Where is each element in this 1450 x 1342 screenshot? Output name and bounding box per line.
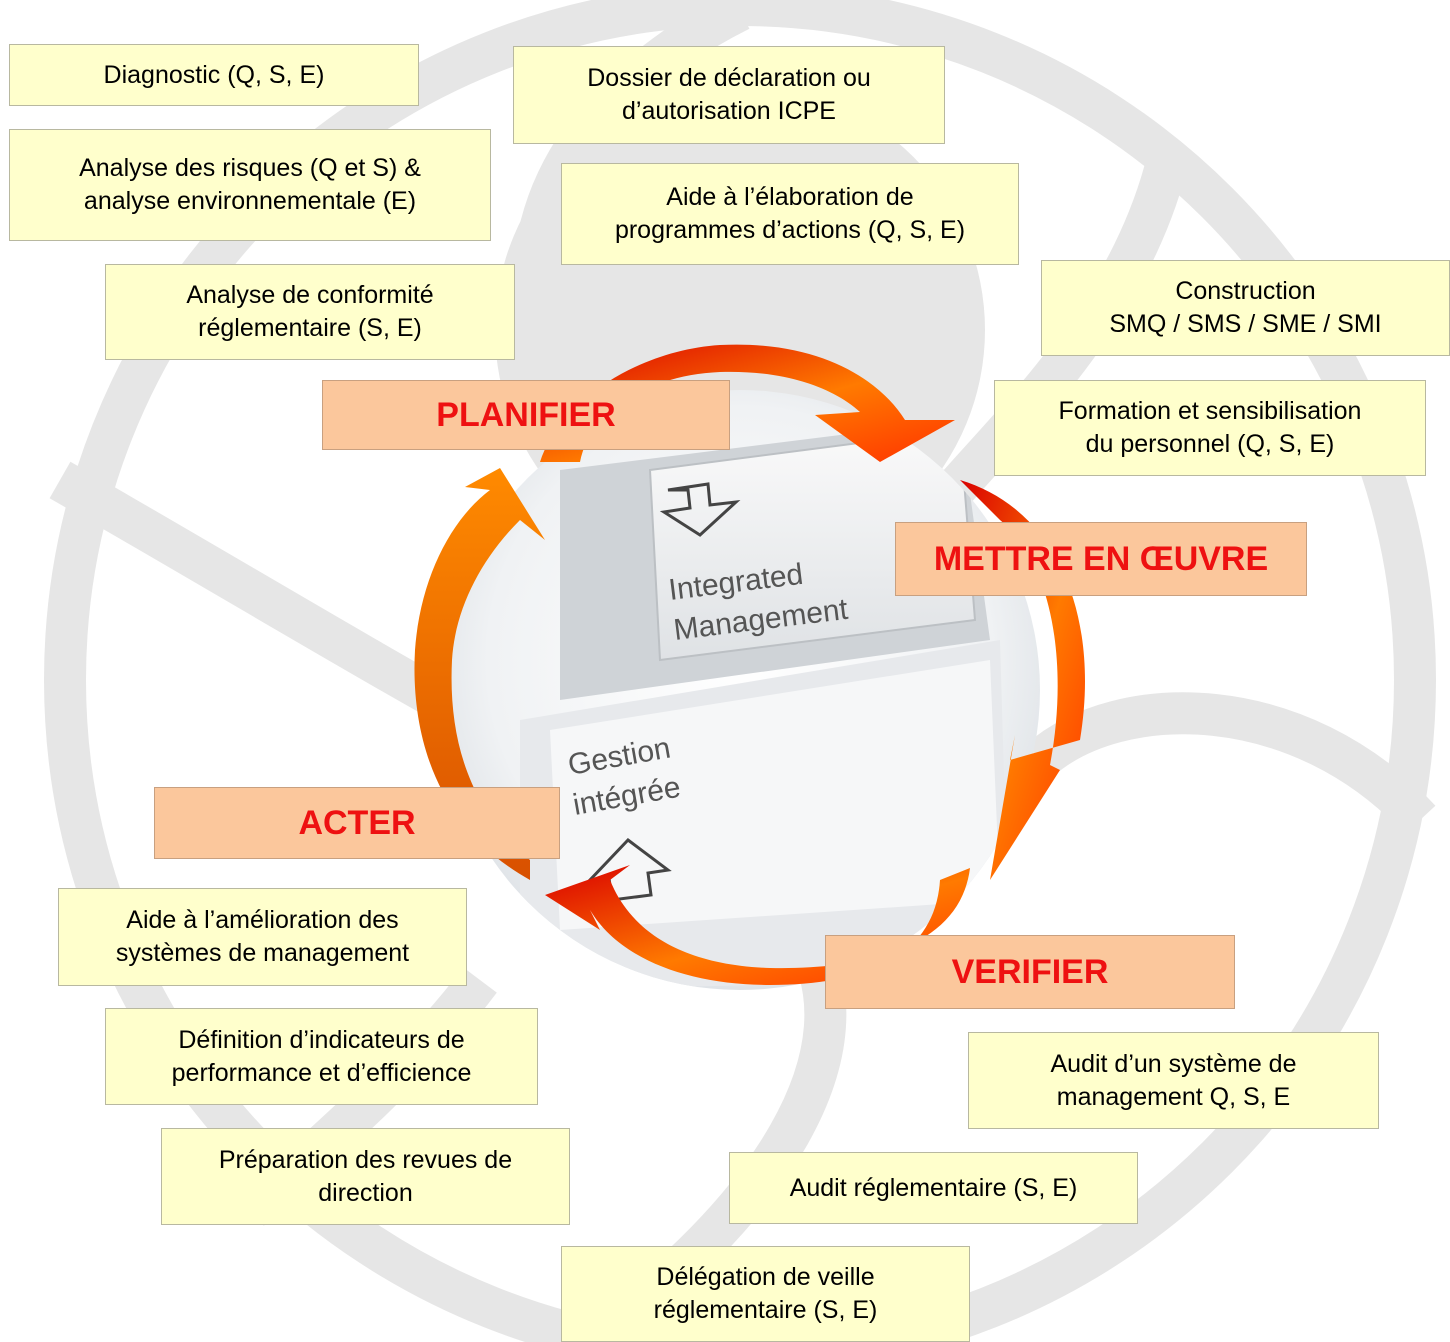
check-item-audit-reglementaire: Audit réglementaire (S, E) xyxy=(729,1152,1138,1224)
act-item-amelioration: Aide à l’amélioration des systèmes de ma… xyxy=(58,888,467,986)
cycle-arrow-plan-to-do xyxy=(540,344,955,462)
plan-item-dossier-icpe: Dossier de déclaration ou d’autorisation… xyxy=(513,46,945,144)
check-item-audit-systeme: Audit d’un système de management Q, S, E xyxy=(968,1032,1379,1129)
plan-item-analyse-risques: Analyse des risques (Q et S) & analyse e… xyxy=(9,129,491,241)
plan-item-conformite: Analyse de conformité réglementaire (S, … xyxy=(105,264,515,360)
plan-item-programmes-actions: Aide à l’élaboration de programmes d’act… xyxy=(561,163,1019,265)
do-item-formation: Formation et sensibilisation du personne… xyxy=(994,380,1426,476)
cycle-arrow-act-to-plan xyxy=(414,468,545,880)
act-item-indicateurs: Définition d’indicateurs de performance … xyxy=(105,1008,538,1105)
phase-plan-label: PLANIFIER xyxy=(322,380,730,450)
cycle-arrow-check-to-act xyxy=(545,865,970,985)
plan-item-diagnostic: Diagnostic (Q, S, E) xyxy=(9,44,419,106)
act-item-revues: Préparation des revues de direction xyxy=(161,1128,570,1225)
phase-act-label: ACTER xyxy=(154,787,560,859)
phase-do-label: METTRE EN ŒUVRE xyxy=(895,522,1307,596)
phase-check-label: VERIFIER xyxy=(825,935,1235,1009)
arrow-down-key-icon xyxy=(659,482,741,537)
check-item-veille: Délégation de veille réglementaire (S, E… xyxy=(561,1246,970,1342)
do-item-construction: Construction SMQ / SMS / SME / SMI xyxy=(1041,260,1450,356)
